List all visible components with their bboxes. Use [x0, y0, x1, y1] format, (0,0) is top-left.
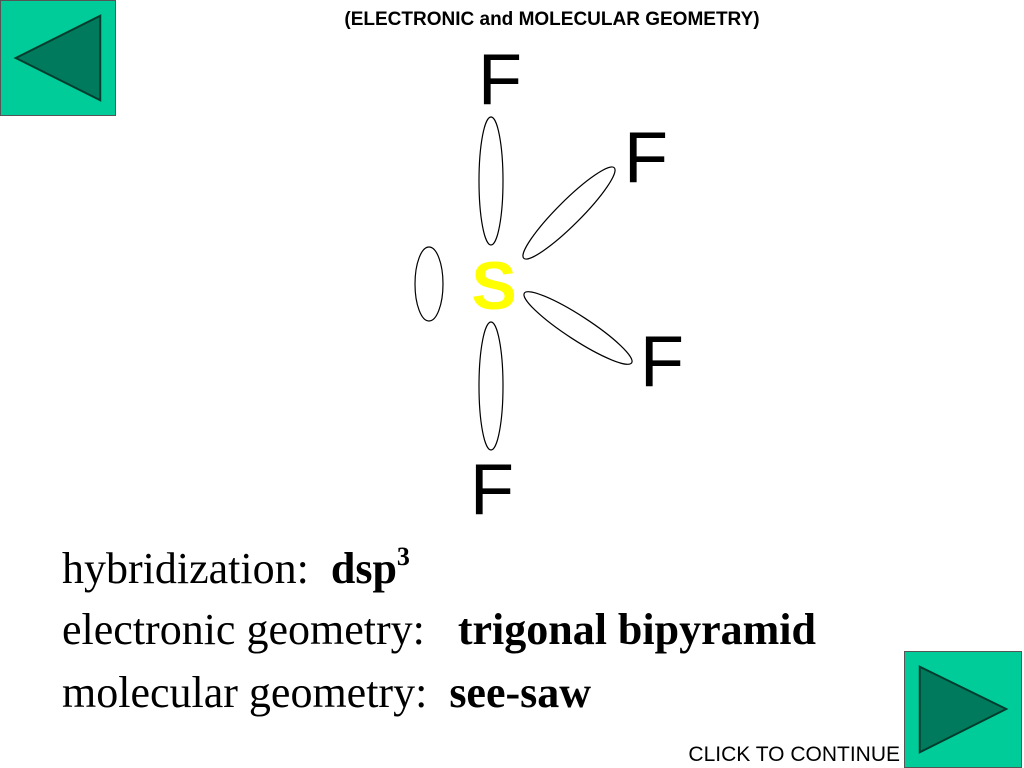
triangle-right-icon — [918, 665, 1009, 754]
lone-pair-orbital — [414, 246, 444, 322]
ligand-upper-right: F — [624, 118, 668, 198]
page-title: (ELECTRONIC and MOLECULAR GEOMETRY) — [344, 9, 760, 30]
ligand-lower-right: F — [640, 322, 684, 402]
forward-button[interactable] — [904, 651, 1022, 768]
bond-orbital-upper-right — [522, 166, 616, 260]
back-button[interactable] — [0, 0, 116, 116]
hybridization-value: dsp3 — [330, 542, 410, 593]
electronic-geometry-value: trigonal bipyramid — [457, 605, 816, 654]
bond-orbital-lower-right — [523, 291, 633, 365]
molecular-geometry-value: see-saw — [449, 668, 592, 717]
electronic-geometry-line: electronic geometry: trigonal bipyramid — [62, 608, 816, 652]
hybridization-line: hybridization: dsp3 — [62, 542, 410, 593]
molecular-geometry-label: molecular geometry: — [62, 668, 428, 717]
bond-orbital-bottom — [478, 321, 504, 451]
triangle-left-icon — [13, 14, 102, 102]
molecular-geometry-line: molecular geometry: see-saw — [62, 671, 591, 715]
click-to-continue-label: CLICK TO CONTINUE — [688, 743, 900, 766]
hybridization-label: hybridization: — [62, 544, 309, 593]
molecule-diagram: S F F F F — [414, 40, 684, 530]
hybridization-superscript: 3 — [396, 542, 410, 571]
central-atom: S — [471, 248, 516, 324]
ligand-bottom: F — [470, 450, 514, 530]
bond-orbital-top — [478, 116, 504, 246]
ligand-top: F — [478, 40, 522, 120]
electronic-geometry-label: electronic geometry: — [62, 605, 425, 654]
